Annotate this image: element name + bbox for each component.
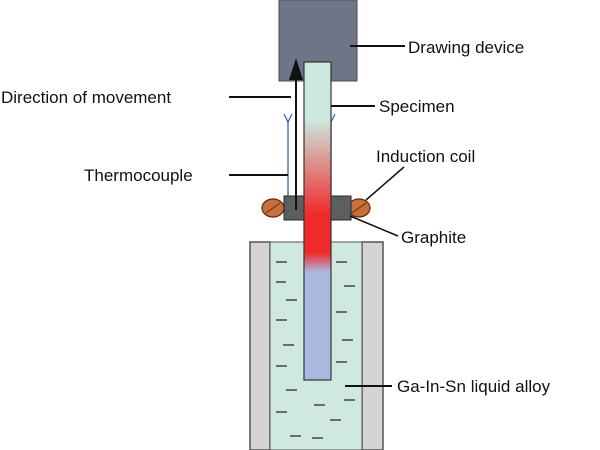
label-induction-coil: Induction coil — [376, 147, 475, 166]
direction-arrow — [289, 58, 303, 210]
crucible-right-wall — [361, 241, 384, 450]
label-thermocouple: Thermocouple — [84, 166, 193, 185]
induction-coil — [261, 198, 371, 218]
label-specimen: Specimen — [379, 97, 455, 116]
leader-lines — [229, 45, 405, 387]
label-liquid-alloy: Ga-In-Sn liquid alloy — [397, 377, 551, 396]
graphite-right — [330, 195, 352, 221]
label-drawing-device: Drawing device — [408, 38, 524, 57]
graphite-left — [283, 195, 305, 221]
specimen-rod — [303, 61, 332, 381]
label-graphite: Graphite — [401, 228, 466, 247]
label-direction-of-movement: Direction of movement — [1, 88, 171, 107]
crucible-left-wall — [249, 241, 271, 450]
liquid-alloy-dashes — [276, 261, 355, 439]
